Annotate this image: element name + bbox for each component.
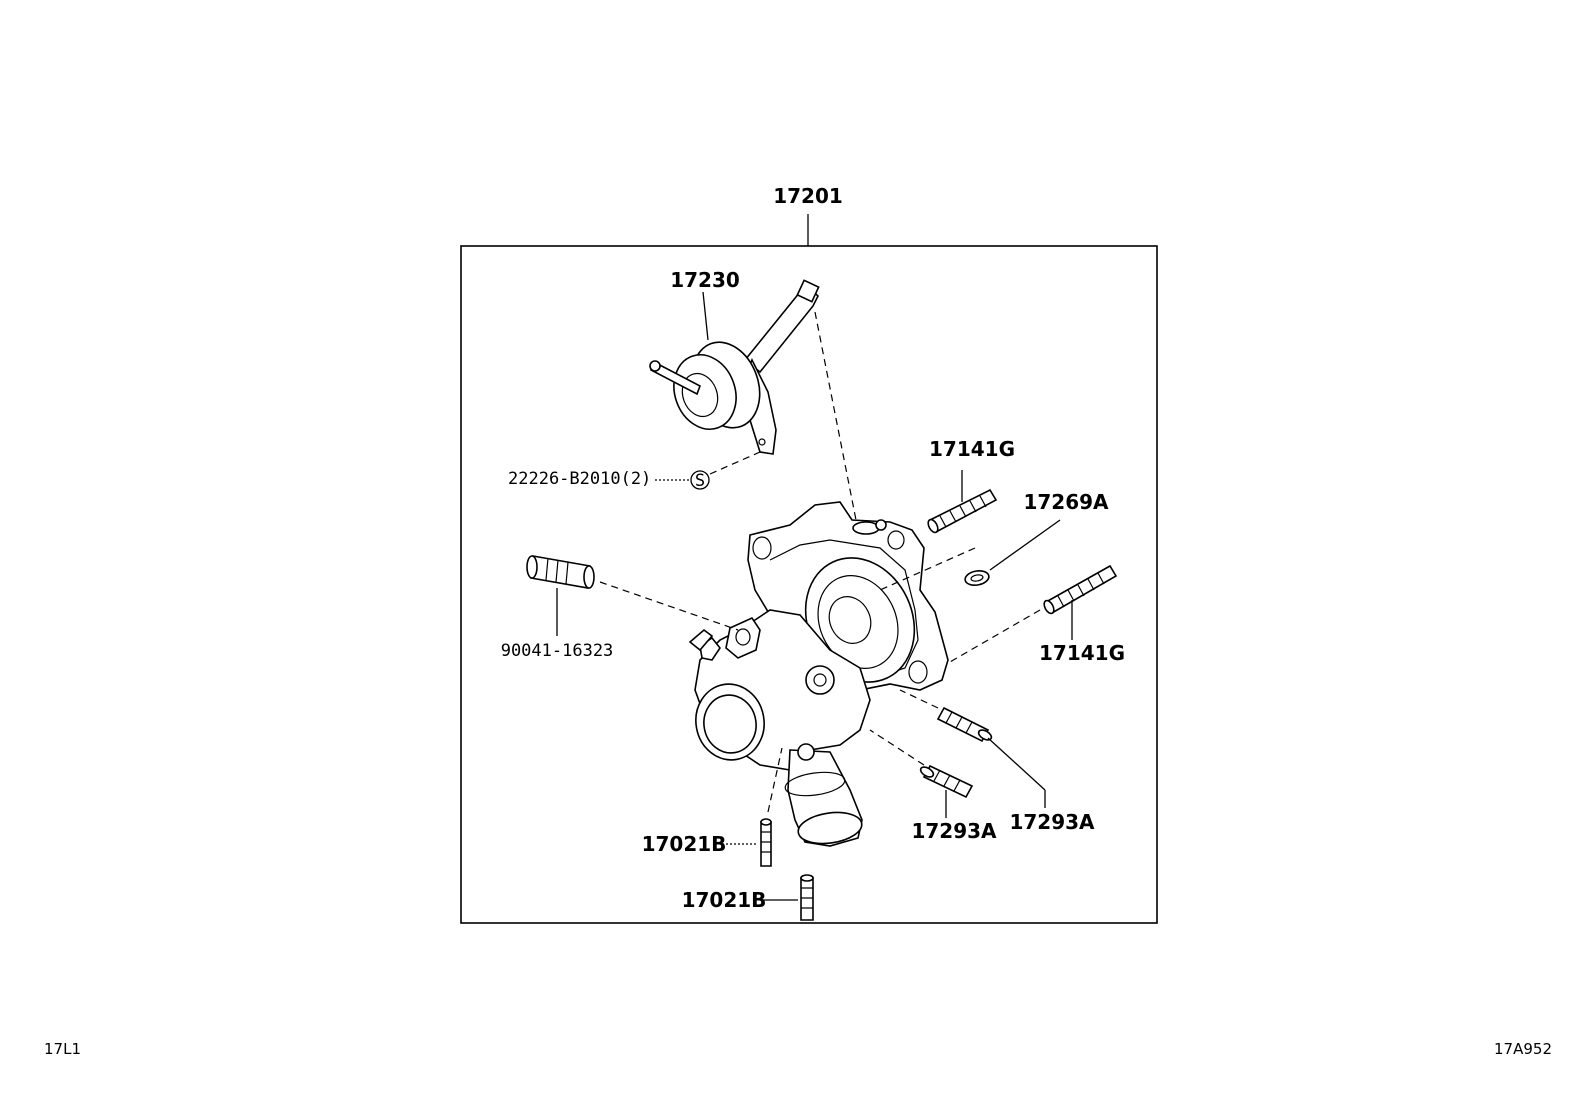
stud-bottom-mid-dash: [869, 729, 925, 766]
ring-label[interactable]: 17269A: [1023, 490, 1109, 514]
stud-right-label[interactable]: 17141G: [1039, 641, 1125, 665]
actuator-leader: [702, 291, 709, 341]
stud-bottom-left-1-part[interactable]: [760, 818, 772, 867]
stud-upper-dash: [879, 547, 976, 591]
stud-bottom-left-1-dash: [767, 747, 783, 813]
screw-dash: [709, 451, 761, 475]
pin-dash: [599, 581, 739, 631]
screw-label[interactable]: 22226-B2010(2): [508, 469, 651, 489]
actuator-part[interactable]: [649, 279, 820, 455]
stud-bottom-left-1-label[interactable]: 17021B: [642, 832, 727, 856]
pin-label[interactable]: 90041-16323: [501, 641, 614, 661]
stud-bottom-mid-part[interactable]: [919, 764, 974, 799]
footer-right-code: 17A952: [1494, 1040, 1552, 1058]
actuator-label[interactable]: 17230: [670, 268, 740, 292]
turbine-housing-part[interactable]: [688, 501, 949, 847]
stud-right-dash: [949, 609, 1041, 663]
assembly-frame: [460, 245, 1158, 924]
footer-left-code: 17L1: [44, 1040, 81, 1058]
stud-bottom-right-dash: [899, 689, 939, 709]
stud-bottom-right-part[interactable]: [936, 706, 993, 743]
screw-symbol[interactable]: S: [690, 470, 710, 491]
stud-bottom-left-2-part[interactable]: [800, 874, 814, 921]
pin-part[interactable]: [526, 555, 595, 589]
ring-leader: [989, 519, 1061, 571]
stud-right-part[interactable]: [1042, 564, 1118, 615]
ring-part[interactable]: [964, 569, 990, 587]
assembly-label[interactable]: 17201: [773, 184, 843, 208]
stud-bottom-left-2-label[interactable]: 17021B: [682, 888, 767, 912]
actuator-dash: [814, 311, 857, 521]
svg-text:S: S: [695, 471, 705, 491]
stud-bottom-right-leader: [987, 737, 1046, 791]
stud-bottom-mid-label[interactable]: 17293A: [911, 819, 997, 843]
stud-upper-part[interactable]: [926, 488, 998, 534]
stud-upper-label[interactable]: 17141G: [929, 437, 1015, 461]
stud-bottom-right-label[interactable]: 17293A: [1009, 810, 1095, 834]
